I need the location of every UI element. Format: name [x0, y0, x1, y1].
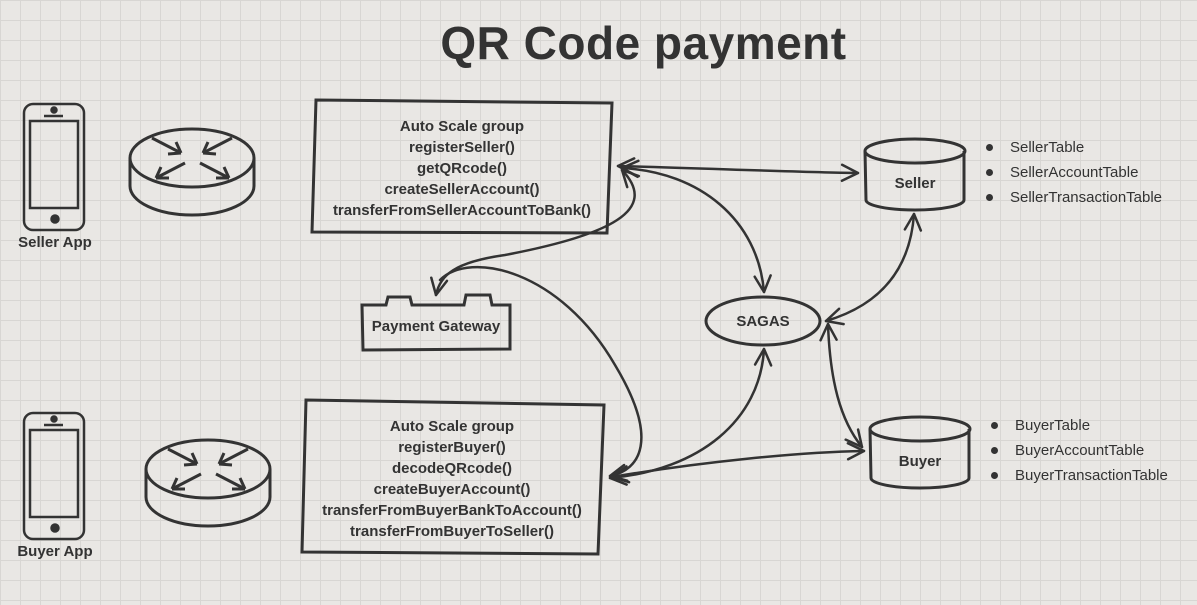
payment-gateway-label: Payment Gateway: [371, 318, 501, 335]
seller-router-icon: [128, 127, 256, 217]
list-item: BuyerAccountTable: [989, 438, 1168, 463]
buyer-service-line: transferFromBuyerBankToAccount(): [322, 502, 582, 519]
buyer-service-box: [300, 398, 606, 556]
sagas-label: SAGAS: [736, 313, 790, 330]
buyer-router-icon: [144, 438, 272, 528]
seller-app-label: Seller App: [18, 234, 92, 251]
seller-service-line: registerSeller(): [409, 139, 515, 156]
seller-db-icon: [863, 137, 967, 212]
seller-tables-list: SellerTable SellerAccountTable SellerTra…: [984, 135, 1162, 210]
edge-sagas-seller-db: [824, 212, 923, 326]
page-title: QR Code payment: [440, 17, 847, 69]
sagas-node: [704, 295, 822, 347]
list-item: SellerAccountTable: [984, 160, 1162, 185]
buyer-service-text: Auto Scale group registerBuyer() decodeQ…: [302, 416, 602, 542]
seller-service-text: Auto Scale group registerSeller() getQRc…: [316, 116, 608, 221]
seller-service-line: transferFromSellerAccountToBank(): [332, 202, 592, 219]
seller-service-line: getQRcode(): [417, 160, 507, 177]
seller-service-line: createSellerAccount(): [384, 181, 540, 198]
edge-seller-service-sagas: [620, 159, 772, 294]
list-item: SellerTable: [984, 135, 1162, 160]
buyer-service-line: registerBuyer(): [398, 439, 506, 456]
buyer-service-line: createBuyerAccount(): [373, 481, 531, 498]
edge-buyer-service-buyer-db: [610, 442, 866, 484]
seller-db-label: Seller: [894, 175, 936, 192]
edge-sagas-buyer-db: [819, 322, 864, 449]
list-item: SellerTransactionTable: [984, 185, 1162, 210]
buyer-service-line: decodeQRcode(): [391, 460, 512, 477]
list-item: BuyerTransactionTable: [989, 463, 1168, 488]
buyer-service-line: transferFromBuyerToSeller(): [350, 523, 554, 540]
buyer-service-line: Auto Scale group: [389, 418, 515, 435]
buyer-phone-icon: [22, 411, 86, 541]
seller-service-line: Auto Scale group: [399, 118, 525, 135]
buyer-tables-list: BuyerTable BuyerAccountTable BuyerTransa…: [989, 413, 1168, 488]
list-item: BuyerTable: [989, 413, 1168, 438]
buyer-db-label: Buyer: [898, 453, 942, 470]
buyer-db-icon: [868, 415, 972, 490]
seller-phone-icon: [22, 102, 86, 232]
buyer-app-label: Buyer App: [17, 543, 93, 560]
